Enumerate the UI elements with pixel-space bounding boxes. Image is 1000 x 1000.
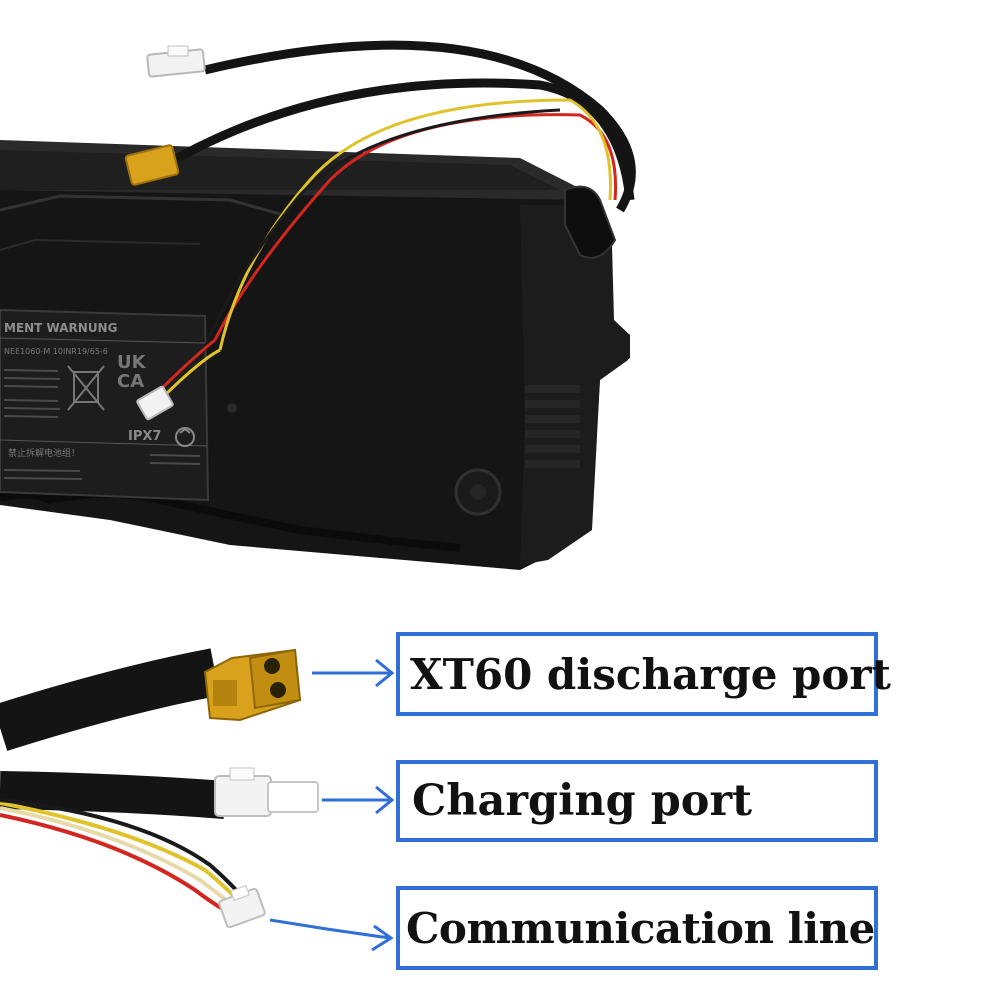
ipx-rating: IPX7: [128, 429, 161, 444]
xt60-connector: [203, 648, 302, 722]
label-heading: MENT WARNUNG: [4, 321, 117, 335]
label-chinese-warning: 禁止拆解电池组！: [8, 447, 80, 459]
callout-label: Communication line: [406, 903, 875, 953]
warning-label: MENT WARNUNG NEE1060-M 10INR19/65-6 禁止拆解…: [0, 308, 210, 502]
ca-mark: CA: [117, 371, 144, 392]
uk-mark: UK: [117, 352, 147, 373]
callout-arrows: [269, 658, 395, 952]
arrow-right-icon: [322, 785, 395, 815]
arrow-right-icon: [269, 918, 394, 952]
communication-connector: [218, 884, 266, 929]
arrow-right-icon: [312, 658, 395, 688]
crossed-bin-icon: [67, 365, 105, 411]
callout-label: XT60 discharge port: [410, 649, 891, 699]
callout-label: Charging port: [412, 776, 752, 826]
recycle-icon: [175, 427, 195, 447]
callout-communication-line: Communication line: [396, 886, 878, 970]
cable-gland: [564, 185, 617, 259]
top-xt60-connector: [124, 144, 180, 186]
cable-closeup: [0, 648, 319, 929]
top-charging-connector: [146, 45, 206, 78]
side-vents: [525, 385, 580, 468]
callout-charging-port: Charging port: [396, 760, 878, 842]
label-model-line: NEE1060-M 10INR19/65-6: [4, 347, 108, 356]
label-comm-connector: [136, 385, 174, 421]
charging-connector: [214, 767, 319, 817]
callout-xt60-discharge-port: XT60 discharge port: [396, 632, 891, 716]
